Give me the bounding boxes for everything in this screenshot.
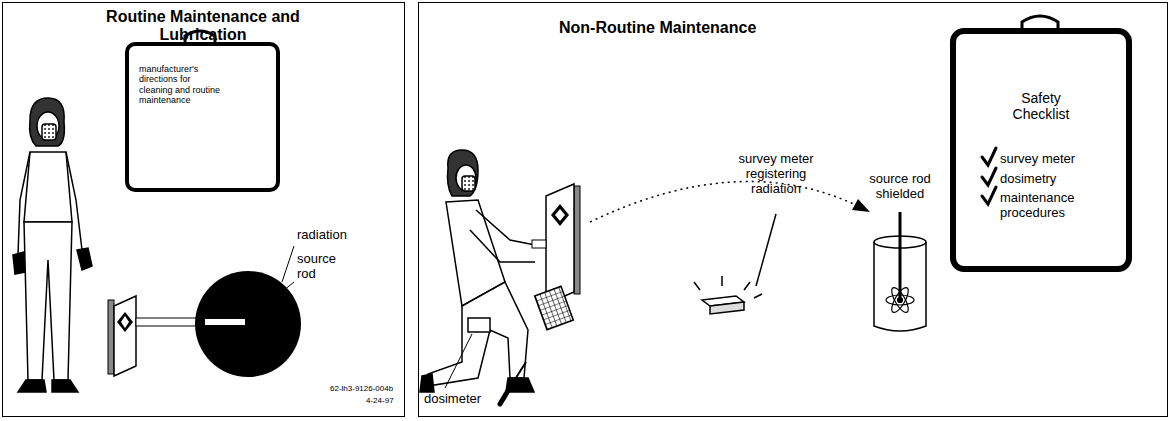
transfer-arrow [852, 199, 870, 212]
node-heading: Non-Routine Maintenance [559, 19, 819, 37]
screwdriver [500, 384, 512, 404]
figure-date: 4-24-97 [366, 396, 402, 405]
leader-line [245, 282, 294, 322]
radiation-symbol [898, 298, 903, 303]
part-label: source rod [297, 252, 337, 282]
worker-figure [30, 98, 65, 146]
part-label: dosimeter [424, 392, 504, 407]
part-label: source rod shielded [856, 172, 944, 202]
worker-figure [24, 222, 72, 380]
shield-container [899, 212, 902, 300]
check-mark [982, 187, 996, 204]
worker-figure [13, 252, 26, 274]
worker-figure [37, 112, 59, 140]
gauge-device [114, 296, 136, 376]
part-label: radiation [297, 228, 367, 243]
check-mark [982, 168, 996, 185]
screwdriver [512, 362, 526, 384]
worker-figure [448, 150, 479, 196]
survey-meter [694, 276, 762, 298]
node-text: maintenance procedures [1000, 191, 1092, 221]
part-label: survey meter registering radiation [728, 152, 824, 197]
leader-line [445, 334, 472, 388]
radiation-symbol [886, 295, 914, 305]
node-heading: Safety Checklist [996, 90, 1086, 122]
worker-figure [42, 124, 56, 140]
leader-line [282, 246, 294, 282]
transfer-arrow [590, 182, 858, 223]
panel: Non-Routine MaintenanceSafety Checklist s… [418, 2, 1168, 417]
node-heading: manufacturer's directions for cleaning a… [139, 64, 221, 105]
worker-figure [462, 176, 475, 191]
radiation-symbol [886, 285, 914, 314]
worker-figure [456, 165, 476, 191]
worker-figure [18, 380, 78, 392]
node-heading: Routine Maintenance and Lubrication [93, 8, 313, 45]
survey-meter [710, 302, 744, 314]
gauge-device [555, 209, 565, 221]
worker-figure [476, 210, 540, 246]
check-mark [982, 148, 996, 165]
radiation-symbol [889, 285, 912, 314]
gauge-device [121, 316, 129, 328]
screwdriver [500, 362, 526, 404]
gauge-device [574, 186, 580, 294]
clipboard-note: manufacturer's directions for cleaning a… [125, 42, 280, 192]
shield-container [874, 236, 926, 248]
grate-tool [535, 286, 574, 329]
radiation-symbol [889, 285, 912, 314]
radiation-field [205, 319, 245, 325]
survey-meter [756, 214, 776, 286]
transfer-arrow [590, 182, 870, 223]
worker-figure [470, 230, 535, 262]
worker-figure [13, 98, 92, 392]
gauge-device [108, 296, 206, 376]
worker-figure [428, 282, 528, 386]
grate-tool [535, 286, 574, 329]
leader-line [245, 246, 294, 322]
worker-figure [24, 152, 72, 222]
leader-line [445, 334, 472, 388]
radiation-field [195, 271, 301, 377]
worker-figure [420, 150, 540, 392]
worker-figure [77, 248, 92, 270]
gauge-device [117, 312, 133, 332]
gauge-device [551, 204, 569, 226]
dosimeter-badge [468, 318, 490, 332]
node-text: dosimetry [1000, 172, 1110, 187]
safety-checklist: Safety Checklist survey meter dosimetry mai… [950, 28, 1132, 272]
panel: Routine Maintenance and Lubrication manuf… [2, 2, 405, 417]
dosimeter-badge [468, 318, 490, 332]
shield-container [874, 242, 926, 331]
check-mark [982, 148, 996, 204]
gauge-device [532, 184, 580, 304]
node-text: survey meter [1000, 152, 1110, 167]
survey-meter [694, 214, 776, 314]
radiation-field [195, 271, 301, 377]
figure-code: 62-lh3-9126-004b [330, 384, 402, 393]
gauge-device [108, 300, 114, 374]
shield-container [874, 212, 926, 331]
gauge-device [532, 240, 546, 248]
clipboard-clip [185, 16, 1058, 44]
